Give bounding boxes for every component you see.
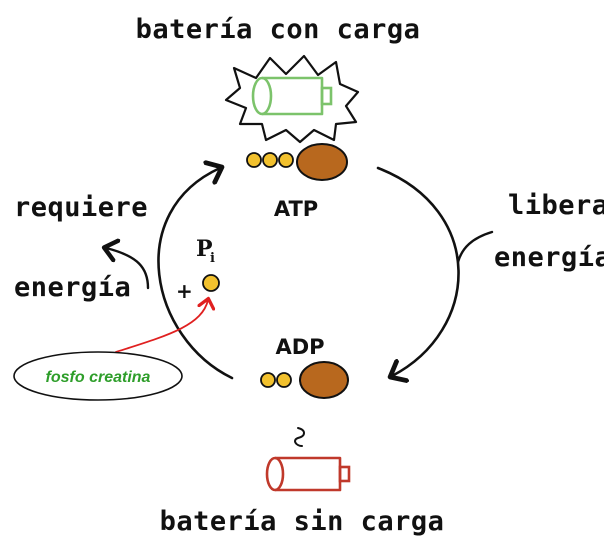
phosphocreatine-label: fosfo creatina [46,369,151,386]
phosphate-dot [202,274,220,292]
battery-full-icon [251,76,333,116]
energy-in-arrow [106,248,150,290]
pi-subscript: i [210,251,215,266]
phosphocreatine-oval [13,351,183,401]
battery-empty-icon [265,456,351,492]
atp-molecule [246,143,348,181]
starburst-icon [224,54,360,144]
title-empty-battery: batería sin carga [160,506,445,537]
right-cycle-arrow [376,166,460,376]
atp-label: ATP [274,197,318,221]
energy-out-line [456,230,494,264]
plus-sign: + [176,279,193,303]
creatine-arrow [115,300,208,353]
energy-right-label: energía [494,242,604,273]
requires-label: requiere [14,192,148,223]
releases-label: libera [508,190,604,221]
squiggle-mark [294,427,305,447]
pi-label: P [196,236,213,262]
adp-molecule [260,361,349,399]
title-charged-battery: batería con carga [136,14,421,45]
adp-label: ADP [275,335,324,359]
energy-left-label: energía [14,272,131,303]
left-cycle-arrow [157,168,234,380]
